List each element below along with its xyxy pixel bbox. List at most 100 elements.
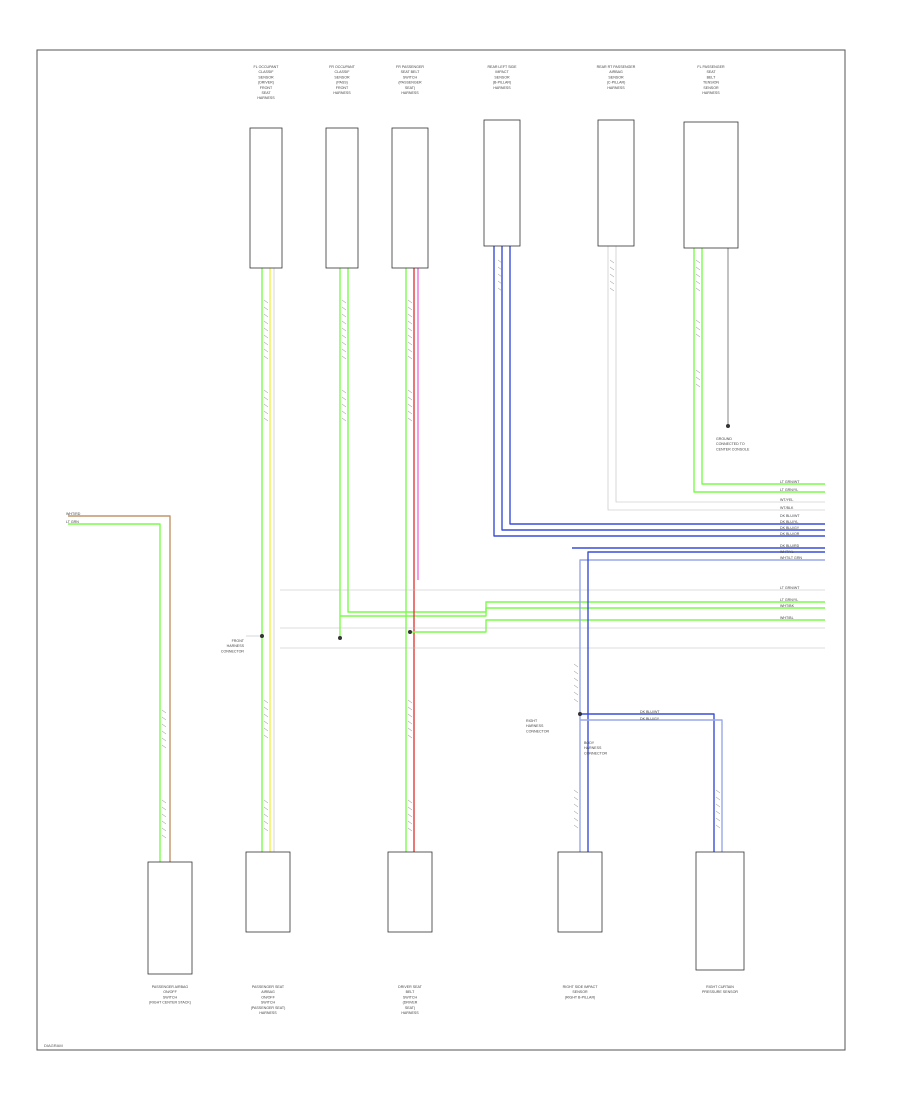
top-component-label-line: (PASSENGER: [398, 81, 422, 85]
wire-code-tick: [263, 699, 269, 704]
top-component-label-line: HARNESS: [401, 91, 419, 95]
top-component-label-line: TENSION: [703, 81, 719, 85]
wire-code-tick: [609, 273, 615, 278]
wire-code-tick: [407, 355, 413, 360]
top-component-label-line: (B-PILLAR): [493, 81, 511, 85]
bottom-component-label-line: SENSOR: [572, 990, 588, 994]
right-wire-label: WHT/BK: [780, 604, 795, 608]
wire-blue: [587, 551, 825, 852]
wire-code-tick: [407, 799, 413, 804]
wire-code-tick: [715, 803, 721, 808]
wire-light-blue: [580, 719, 723, 852]
top-component-label-line: SEAT: [706, 70, 716, 74]
right-wire-label: DK BLU/WT: [780, 514, 800, 518]
connector-note-line: HARNESS: [526, 724, 544, 728]
bottom-component-label-line: (DRIVER: [403, 1001, 418, 1005]
left-wire-label: LT GRN: [66, 520, 79, 524]
wire-gray: [615, 246, 825, 503]
wire-code-tick: [573, 677, 579, 682]
wire-code-tick: [407, 706, 413, 711]
splice-point: [338, 636, 342, 640]
wire-code-tick: [573, 789, 579, 794]
wire-blue: [493, 246, 825, 537]
bottom-component-label-line: ON/OFF: [163, 990, 177, 994]
wire-code-tick: [609, 280, 615, 285]
bottom-component-label-line: SEAT): [405, 1006, 415, 1010]
wire-code-tick: [341, 334, 347, 339]
top-component-label-line: (C-PILLAR): [607, 81, 626, 85]
right-wire-label: LT GRN/WT: [780, 586, 800, 590]
wire-code-tick: [695, 369, 701, 374]
wire-code-tick: [407, 334, 413, 339]
top-component-label-line: (PASS): [336, 81, 348, 85]
top-component-label-line: SEAT): [405, 86, 415, 90]
top-component-label-line: HARNESS: [493, 86, 511, 90]
wire-code-tick: [407, 320, 413, 325]
wire-code-tick: [573, 824, 579, 829]
bottom-component-label-line: SWITCH: [163, 995, 178, 999]
wire-blue: [580, 713, 715, 852]
footer-code: DIAGRAM: [44, 1043, 63, 1048]
wire-code-tick: [407, 389, 413, 394]
top-component-label-line: FR PASSENGER: [396, 65, 424, 69]
top-component-label-line: IMPACT: [495, 70, 509, 74]
components-layer: [147, 119, 745, 975]
top-component-label-line: CLASSIF: [335, 70, 351, 74]
wire-code-tick: [609, 266, 615, 271]
wire-code-tick: [407, 403, 413, 408]
wire-code-tick: [263, 313, 269, 318]
top-component-label-line: FR OCCUPANT: [329, 65, 355, 69]
top-component-label-line: HARNESS: [257, 96, 275, 100]
wire-code-tick: [573, 684, 579, 689]
wire-code-tick: [263, 806, 269, 811]
bottom-component-label-line: SWITCH: [261, 1001, 276, 1005]
wire-code-tick: [695, 266, 701, 271]
wire-code-tick: [263, 306, 269, 311]
top-component-box: [249, 127, 283, 269]
wire-code-tick: [695, 259, 701, 264]
wire-code-tick: [695, 280, 701, 285]
bottom-component-box: [245, 851, 291, 933]
top-component-label-line: CLASSIF: [259, 70, 275, 74]
top-component-box: [483, 119, 521, 247]
wire-code-tick: [407, 713, 413, 718]
bottom-component-label-line: DRIVER SEAT: [398, 985, 423, 989]
bottom-component-label-line: HARNESS: [401, 1011, 419, 1015]
wire-code-tick: [341, 355, 347, 360]
top-component-label-line: HARNESS: [333, 91, 351, 95]
bottom-component-label-line: AIRBAG: [261, 990, 275, 994]
bottom-component-label-line: PRESSURE SENSOR: [702, 990, 738, 994]
wire-code-tick: [715, 789, 721, 794]
wire-code-tick: [695, 383, 701, 388]
wire-code-tick: [263, 727, 269, 732]
wire-code-tick: [715, 824, 721, 829]
top-component-label-line: FRONT: [336, 86, 349, 90]
bottom-component-box: [557, 851, 603, 933]
wire-code-tick: [695, 319, 701, 324]
top-component-label-line: FL OCCUPANT: [254, 65, 280, 69]
top-component-label-line: SENSOR: [608, 75, 624, 79]
connector-note-line: HARNESS: [584, 746, 602, 750]
top-component-label-line: SWITCH: [403, 75, 418, 79]
bottom-component-label-line: PASSENGER SEAT: [252, 985, 285, 989]
wire-code-tick: [263, 410, 269, 415]
wire-code-tick: [407, 827, 413, 832]
wire-code-tick: [407, 727, 413, 732]
wire-code-tick: [161, 827, 167, 832]
wire-code-tick: [263, 417, 269, 422]
wire-code-tick: [263, 713, 269, 718]
top-component-label-line: AIRBAG: [609, 70, 623, 74]
wire-code-tick: [263, 706, 269, 711]
wire-code-tick: [341, 327, 347, 332]
left-wire-label: WHT/RD: [66, 512, 81, 516]
wire-code-tick: [407, 313, 413, 318]
wire-code-tick: [161, 813, 167, 818]
top-component-box: [391, 127, 429, 269]
splice-point: [578, 712, 582, 716]
wire-code-tick: [263, 341, 269, 346]
connector-note-line: CONNECTED TO: [716, 442, 745, 446]
top-component-label-line: (DRIVER): [258, 81, 274, 85]
bottom-component-label-line: PASSENGER AIRBAG: [152, 985, 189, 989]
right-wire-label: LT GRN/YL: [780, 488, 798, 492]
top-component-box: [597, 119, 635, 247]
